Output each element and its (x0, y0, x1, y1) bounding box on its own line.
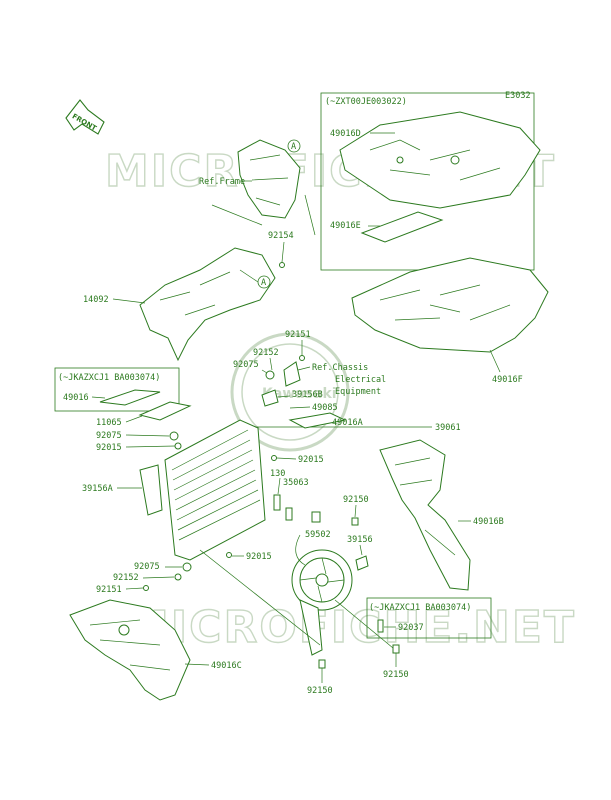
bolt-92151-top (299, 355, 305, 361)
seal-39156 (355, 555, 369, 571)
bolt-92037 (377, 619, 384, 633)
cover-49016c (69, 599, 191, 701)
heat-shield-49016f (351, 257, 549, 353)
label-39156a: 39156A (82, 484, 113, 494)
callout-a-mid (257, 275, 271, 289)
variant-box-left (54, 367, 180, 412)
damper-92075-low (182, 562, 192, 572)
label-130: 130 (270, 469, 285, 479)
label-49016c: 49016C (211, 661, 242, 671)
front-arrow-icon: FRONT (65, 99, 105, 135)
label-92015-left: 92015 (96, 443, 122, 453)
clamp-92015-low (226, 552, 232, 558)
label-92015-low: 92015 (246, 552, 272, 562)
label-39061: 39061 (435, 423, 461, 433)
seal-39156a (139, 464, 163, 516)
kawasaki-badge-icon: Kawasaki (230, 332, 350, 452)
label-49016e: 49016E (330, 221, 361, 231)
damper-92075-top (265, 370, 275, 380)
label-14092: 14092 (83, 295, 109, 305)
label-39156: 39156 (347, 535, 373, 545)
label-92154: 92154 (268, 231, 294, 241)
label-92037: 92037 (398, 623, 424, 633)
label-59502: 59502 (305, 530, 331, 540)
pipe-130 (273, 494, 281, 511)
shroud-49016b (379, 439, 471, 591)
label-92151-top: 92151 (285, 330, 311, 340)
grommet-11065 (138, 401, 192, 421)
damper-92075-mid (169, 431, 179, 441)
label-49016a: 49016A (332, 418, 363, 428)
label-92075-top: 92075 (233, 360, 259, 370)
bolt-92150-mid (351, 517, 359, 526)
pad-49016e (360, 211, 444, 243)
collar-92152-low (174, 573, 182, 581)
variant-label-bottom-right: (~JKAZXCJ1 BA003074) (369, 603, 471, 613)
label-ref-chassis-3: Equipment (335, 387, 381, 397)
connector-59502 (311, 511, 321, 523)
seal-39156b (261, 389, 279, 407)
variant-label-left: (~JKAZXCJ1 BA003074) (58, 373, 160, 383)
bolt-92150-bottom (318, 659, 326, 669)
diagram-code: E3032 (505, 91, 531, 101)
label-49016d: 49016D (330, 129, 361, 139)
watermark-bottom: MICROFICHE.NET (125, 602, 576, 653)
label-92150-right: 92150 (383, 670, 409, 680)
shield-49016a (288, 412, 347, 429)
label-92152-low: 92152 (113, 573, 139, 583)
bolt-92150-right (392, 644, 400, 654)
label-92150-mid: 92150 (343, 495, 369, 505)
label-92075-mid: 92075 (96, 431, 122, 441)
label-ref-chassis-2: Electrical (335, 375, 386, 385)
callout-a-mid-text: A (261, 278, 266, 288)
variant-box-bottom-right (366, 597, 492, 639)
clamp-92015-mid (271, 455, 277, 461)
callout-a-top (287, 139, 301, 153)
bolt-92151-low (143, 585, 149, 591)
badge-text: Kawasaki (262, 386, 337, 402)
duct-14092 (139, 247, 276, 362)
label-ref-chassis-1: Ref.Chassis (312, 363, 368, 373)
label-92015-mid: 92015 (298, 455, 324, 465)
nut-92015-left (174, 442, 182, 450)
heat-shield-49016d (339, 111, 541, 209)
label-92152-top: 92152 (253, 348, 279, 358)
label-49016b: 49016B (473, 517, 504, 527)
shield-49016 (99, 389, 161, 406)
fan-assembly-59502 (291, 549, 353, 656)
label-39156b: 39156B (292, 390, 323, 400)
label-92151-low: 92151 (96, 585, 122, 595)
label-35063: 35063 (283, 478, 309, 488)
label-49016f: 49016F (492, 375, 523, 385)
callout-a-top-text: A (291, 142, 296, 152)
label-ref-frame: Ref.Frame (199, 177, 245, 187)
label-92075-low: 92075 (134, 562, 160, 572)
bolt-92154 (279, 262, 285, 268)
bracket-ref-chassis (283, 361, 301, 387)
hose-35063 (285, 507, 293, 521)
label-11065: 11065 (96, 418, 122, 428)
label-49016: 49016 (63, 393, 89, 403)
label-49085: 49085 (312, 403, 338, 413)
label-92150-bottom: 92150 (307, 686, 333, 696)
variant-label-top-right: (~ZXT00JE003022) (325, 97, 407, 107)
